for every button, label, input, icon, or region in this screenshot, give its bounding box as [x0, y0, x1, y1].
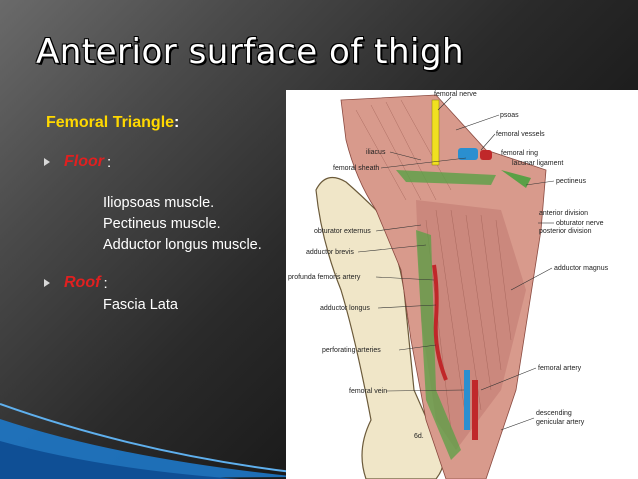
- label-femoral-ring: femoral ring: [501, 150, 538, 157]
- bullet-arrow-icon: [44, 279, 50, 287]
- bullet-arrow-icon: [44, 158, 50, 166]
- label-pectineus: pectineus: [556, 178, 586, 185]
- floor-item: Pectineus muscle.: [103, 216, 221, 232]
- floor-bullet: Floor:: [44, 153, 111, 171]
- label-anterior-division: anterior division: [539, 210, 588, 217]
- label-femoral-nerve: femoral nerve: [434, 91, 477, 98]
- label-adductor-magnus: adductor magnus: [554, 265, 609, 272]
- subtitle-colon: :: [174, 114, 180, 131]
- roof-item: Fascia Lata: [103, 297, 178, 313]
- label-perforating-arteries: perforating arteries: [322, 347, 381, 354]
- label-profunda-femoris-artery: profunda femoris artery: [288, 274, 361, 281]
- roof-heading: Roof: [64, 274, 101, 291]
- slide-title: Anterior surface of thigh: [36, 32, 465, 72]
- floor-colon: :: [107, 153, 112, 171]
- label-femoral-vein: femoral vein: [349, 388, 387, 395]
- floor-item: Iliopsoas muscle.: [103, 195, 215, 211]
- label-femoral-vessels: femoral vessels: [496, 131, 545, 138]
- label-adductor-brevis: adductor brevis: [306, 249, 354, 256]
- label-obturator-nerve: obturator nerve: [556, 220, 604, 227]
- floor-items: Iliopsoas muscle. Pectineus muscle. Addu…: [103, 193, 262, 256]
- label-descending: descending: [536, 410, 572, 417]
- thigh-anatomy-figure: femoral nerve psoas femoral vessels ilia…: [286, 90, 638, 479]
- label-femoral-sheath: femoral sheath: [333, 165, 379, 172]
- label-adductor-longus: adductor longus: [320, 305, 370, 312]
- roof-items: Fascia Lata: [103, 295, 178, 316]
- slide-decoration: [0, 403, 300, 479]
- label-lacunar-ligament: lacunar ligament: [512, 160, 563, 167]
- roof-colon: :: [103, 274, 108, 292]
- floor-heading: Floor: [64, 153, 104, 170]
- label-iliacus: iliacus: [366, 149, 386, 156]
- subtitle: Femoral Triangle:: [46, 114, 179, 132]
- roof-bullet: Roof :: [44, 274, 108, 292]
- label-posterior-division: posterior division: [539, 228, 592, 235]
- label-femoral-artery: femoral artery: [538, 365, 582, 372]
- subtitle-text: Femoral Triangle: [46, 114, 175, 131]
- label-obturator-externus: obturator externus: [314, 228, 371, 235]
- floor-item: Adductor longus muscle.: [103, 237, 262, 253]
- label-genicular-artery: genicular artery: [536, 419, 585, 426]
- label-psoas: psoas: [500, 112, 519, 119]
- label-signature: 6d.: [414, 433, 424, 440]
